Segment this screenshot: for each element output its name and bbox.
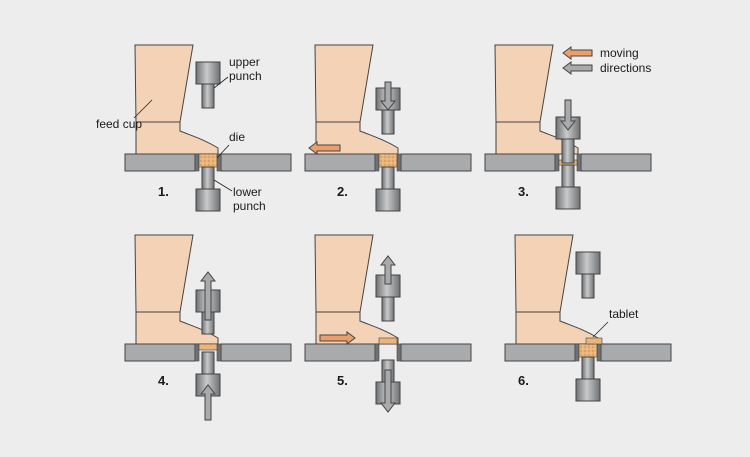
die-wall-right <box>216 343 222 362</box>
die-wall-right <box>576 153 582 172</box>
die-wall-left <box>374 343 380 362</box>
upper-punch-arrow-up <box>379 255 397 285</box>
die-wall-left <box>554 153 560 172</box>
label-lower-punch-line2: punch <box>233 199 266 213</box>
step-number-1: 1. <box>158 184 169 199</box>
die-wall-left <box>574 343 580 362</box>
lower-punch <box>555 164 581 210</box>
die-table-left <box>124 153 196 172</box>
label-feed-cup: feed cup <box>96 117 142 131</box>
tablet <box>585 337 603 345</box>
die-table-right <box>220 153 292 172</box>
die-wall-left <box>194 343 200 362</box>
step-number-6: 6. <box>518 373 529 388</box>
upper-punch-arrow-down <box>379 81 397 111</box>
powder-fill <box>578 343 598 358</box>
process-panel-5 <box>304 234 472 413</box>
ejected-tablet <box>198 343 218 351</box>
process-panel-2 <box>304 44 472 212</box>
powder-fill <box>378 153 398 168</box>
process-panel-6 <box>504 234 672 402</box>
die-table-left <box>484 153 556 172</box>
die-table-right <box>400 153 472 172</box>
die-table-left <box>124 343 196 362</box>
die-table-right <box>600 343 672 362</box>
step-number-3: 3. <box>518 184 529 199</box>
die-wall-right <box>396 343 402 362</box>
step-number-2: 2. <box>337 184 348 199</box>
step-number-5: 5. <box>337 373 348 388</box>
label-upper-punch-line2: punch <box>229 69 262 83</box>
die-wall-right <box>596 343 602 362</box>
die-table-left <box>304 153 376 172</box>
legend-label-directions: directions <box>600 61 651 75</box>
ejected-tablet <box>378 337 398 345</box>
legend: moving directions <box>562 46 651 75</box>
upper-punch <box>375 274 401 322</box>
feed-cup-arrow-right <box>319 331 356 345</box>
legend-label-moving: moving <box>600 46 639 60</box>
step-numbers: 1. 2. 3. 4. 5. 6. <box>158 184 529 388</box>
lower-punch <box>575 356 601 402</box>
legend-orange-arrow <box>562 46 593 60</box>
label-die: die <box>229 130 245 144</box>
upper-punch <box>195 61 221 109</box>
lower-punch-arrow-up <box>199 384 217 421</box>
die-wall-right <box>396 153 402 172</box>
die-wall-left <box>374 153 380 172</box>
label-lower-punch-line1: lower <box>233 185 262 199</box>
step-number-4: 4. <box>158 373 169 388</box>
upper-punch-arrow-down <box>559 99 577 131</box>
upper-punch-arrow-up <box>199 271 217 321</box>
annotations: upper punch feed cup die lower punch tab… <box>96 55 639 338</box>
feed-cup-arrow-left <box>308 141 341 155</box>
powder-fill <box>198 153 218 168</box>
upper-punch <box>575 251 601 299</box>
die-table-right <box>580 153 652 172</box>
lower-punch <box>195 166 221 212</box>
die-table-right <box>220 343 292 362</box>
process-panel-1 <box>124 44 292 212</box>
die-wall-right <box>216 153 222 172</box>
die-table-left <box>504 343 576 362</box>
die-wall-left <box>194 153 200 172</box>
die-table-left <box>304 343 376 362</box>
legend-gray-arrow <box>562 61 593 75</box>
label-upper-punch-line1: upper <box>229 55 260 69</box>
label-tablet: tablet <box>609 307 639 321</box>
die-table-right <box>400 343 472 362</box>
lower-punch <box>375 166 401 212</box>
process-panel-4 <box>124 234 292 421</box>
lower-punch-arrow-down <box>379 369 397 413</box>
process-panel-3 <box>484 44 652 210</box>
